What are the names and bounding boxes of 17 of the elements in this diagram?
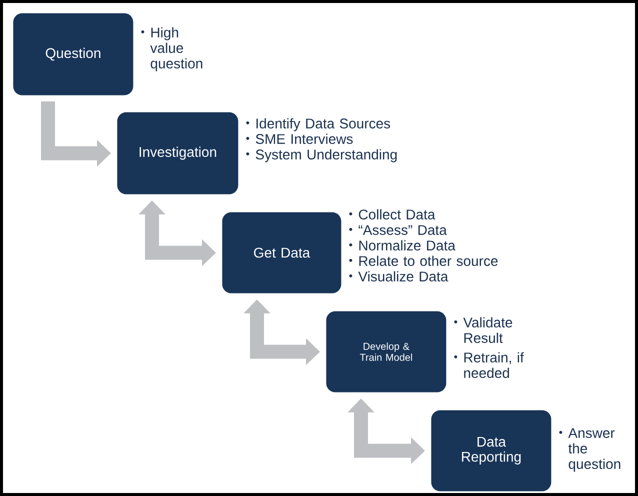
bullet-item: Normalize Data bbox=[349, 240, 456, 250]
bullet-item: Validate Result bbox=[454, 317, 512, 343]
step-box: Develop & Train Model bbox=[326, 311, 446, 392]
bullet-item: Identify Data Sources bbox=[246, 118, 390, 132]
step-box: Question bbox=[13, 13, 134, 96]
bullet-item: Visualize Data bbox=[349, 271, 448, 282]
bullet-item: System Understanding bbox=[246, 149, 397, 162]
step-box: Get Data bbox=[222, 212, 342, 294]
bullet-item: “Assess” Data bbox=[349, 225, 447, 235]
bullet-item: High value question bbox=[141, 27, 202, 72]
step-box: Investigation bbox=[117, 112, 238, 194]
bullet-item: Answer the question bbox=[559, 428, 620, 472]
bullet-item: Retrain, if needed bbox=[454, 352, 524, 378]
bullet-item: SME Interviews bbox=[246, 134, 353, 144]
bullet-item: Collect Data bbox=[349, 209, 436, 220]
step-box: Data Reporting bbox=[431, 410, 552, 492]
bullet-item: Relate to other source bbox=[349, 256, 498, 266]
